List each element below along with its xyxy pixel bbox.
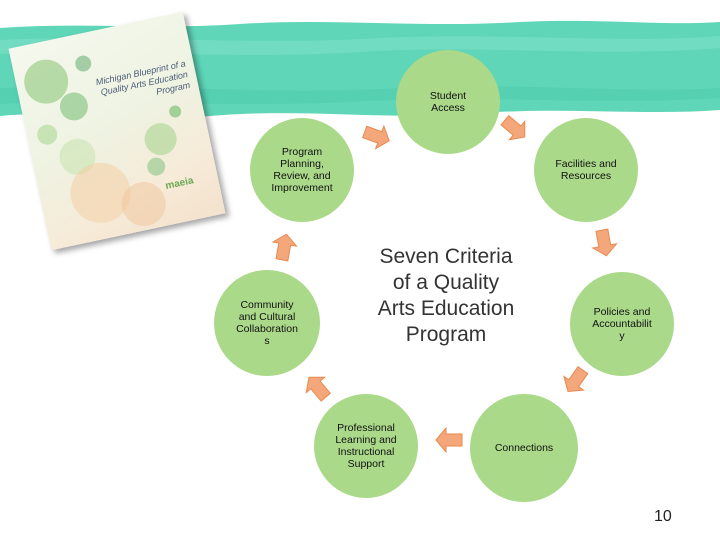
arrow-icon [271,233,298,262]
node-label: Student Access [429,90,467,114]
diagram-center-title: Seven Criteria of a Quality Arts Educati… [377,245,515,346]
page-number: 10 [654,508,672,525]
node-program-planning: Program Planning, Review, and Improvemen… [250,118,354,222]
node-student-access: Student Access [396,50,500,154]
arrow-icon [435,426,463,454]
node-community-collaborations: Community and Cultural Collaboration s [214,270,320,376]
node-label: Program Planning, Review, and Improvemen… [271,146,333,194]
arrow-icon [500,114,526,141]
node-label: Connections [494,442,554,454]
node-professional-learning: Professional Learning and Instructional … [314,394,418,498]
arrow-icon [591,228,618,257]
node-label: Professional Learning and Instructional … [335,422,397,470]
node-label: Facilities and Resources [555,158,617,182]
node-facilities-resources: Facilities and Resources [534,118,638,222]
arrow-icon [563,366,589,393]
arrow-icon [362,124,390,150]
node-label: Policies and Accountabilit y [592,306,652,342]
node-policies-accountability: Policies and Accountabilit y [570,272,674,376]
blueprint-cover-image: Michigan Blueprint of a Quality Arts Edu… [8,11,226,251]
node-connections: Connections [470,394,578,502]
node-label: Community and Cultural Collaboration s [236,299,298,347]
arrow-icon [305,376,332,402]
